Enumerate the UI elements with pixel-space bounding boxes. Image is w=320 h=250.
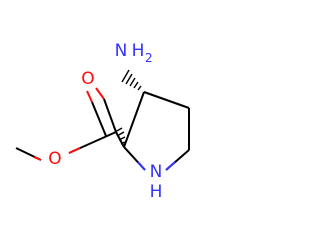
bond-carbonyl-double-a bbox=[103, 98, 117, 133]
bond-carbonyl-c-ester-o-color bbox=[68, 147, 81, 154]
molecule-structure-diagram: N H 2 N H O O bbox=[15, 41, 190, 202]
bond-c3-c4 bbox=[143, 91, 190, 109]
bond-carbonyl-double-b-color bbox=[86, 90, 93, 103]
amine-n-hydrogen: H bbox=[132, 41, 145, 61]
bond-n1-c5-color bbox=[165, 161, 176, 171]
ring-n-symbol: N bbox=[150, 162, 163, 182]
bond-ester-o-methyl-color bbox=[33, 156, 42, 161]
atom-ester-o: O bbox=[48, 149, 61, 169]
amine-n-hydrogen-count: 2 bbox=[145, 51, 153, 65]
hashed-wedge-c3-amine bbox=[121, 69, 142, 91]
bond-layer bbox=[15, 91, 190, 171]
bond-n1-c2-color bbox=[137, 161, 146, 171]
bond-c2-c3 bbox=[123, 91, 145, 148]
amine-n-symbol: N bbox=[115, 41, 128, 61]
carbonyl-double-bond bbox=[86, 87, 117, 137]
bond-carbonyl-double-b bbox=[91, 101, 107, 137]
atom-ring-n: N H bbox=[150, 162, 163, 202]
hashed-wedge-c2-carbonyl bbox=[114, 127, 126, 148]
atom-amine-n: N H 2 bbox=[115, 41, 153, 65]
atom-carbonyl-o: O bbox=[81, 69, 94, 89]
bond-carbonyl-double-a-color bbox=[95, 87, 105, 100]
ring-n-hydrogen: H bbox=[150, 182, 163, 202]
